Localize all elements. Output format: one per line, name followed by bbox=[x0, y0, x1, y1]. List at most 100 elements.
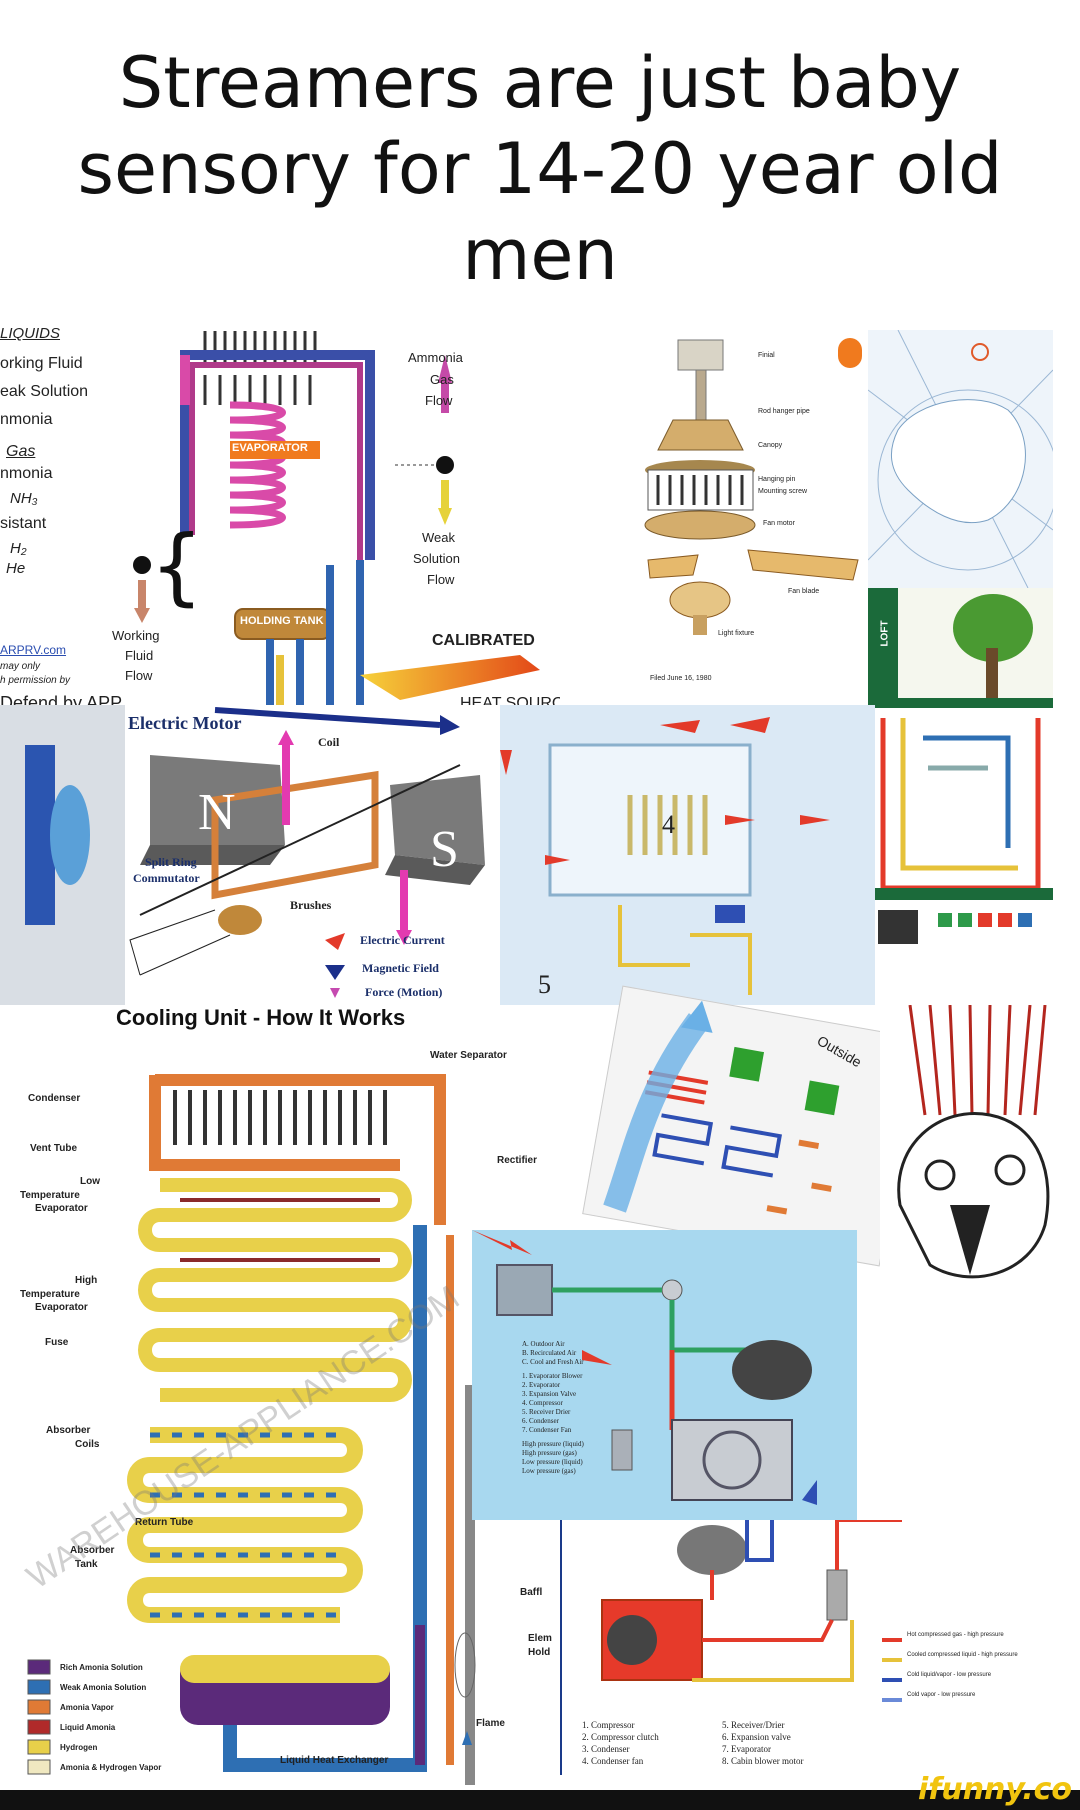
legend-swatch bbox=[27, 1759, 51, 1775]
low-temp-label: Low bbox=[80, 1176, 100, 1187]
fan-label: Fan blade bbox=[788, 588, 820, 595]
compressor-part: 6. Expansion valve bbox=[722, 1732, 791, 1742]
ac-legend-item: 3. Expansion Valve bbox=[522, 1390, 577, 1398]
house-diagram: LOFT bbox=[868, 588, 1053, 1008]
map-graphic bbox=[868, 330, 1053, 588]
ac-legend-item: C. Cool and Fresh Air bbox=[522, 1358, 584, 1366]
split-ring-label: Split Ring bbox=[145, 855, 197, 869]
legend-item: nmonia bbox=[0, 411, 53, 428]
gas-item: He bbox=[6, 560, 26, 577]
ac-pressure-item: High pressure (gas) bbox=[522, 1449, 577, 1457]
footer-bar bbox=[0, 1790, 1080, 1810]
element-label: Elem bbox=[528, 1633, 552, 1644]
svg-text:{: { bbox=[150, 517, 203, 615]
coil-label: Coil bbox=[318, 735, 340, 749]
gas-item: NH₃ bbox=[10, 490, 38, 507]
absorption-diagram: { LIQUIDS orking Fluid eak Solution nmon… bbox=[0, 325, 560, 720]
ac-legend-item: 7. Condenser Fan bbox=[522, 1426, 572, 1434]
ac-legend-item: 2. Evaporator bbox=[522, 1381, 561, 1389]
compressor-part: 5. Receiver/Drier bbox=[722, 1720, 785, 1730]
outside-diagram: Outside bbox=[582, 985, 920, 1267]
compressor-part: 1. Compressor bbox=[582, 1720, 635, 1730]
fan-label: Light fixture bbox=[718, 630, 755, 637]
working-flow-label: Fluid bbox=[125, 648, 154, 663]
compressor-part: 2. Compressor clutch bbox=[582, 1732, 659, 1742]
gas-title: Gas bbox=[6, 443, 36, 460]
motor-title: Electric Motor bbox=[128, 713, 242, 733]
legend-swatch bbox=[27, 1679, 51, 1695]
legend-label: Rich Amonia Solution bbox=[60, 1663, 143, 1672]
gas-item: sistant bbox=[0, 515, 47, 532]
legend-label: Amonia Vapor bbox=[60, 1703, 114, 1712]
ifunny-watermark: ifunny.co bbox=[918, 1772, 1072, 1807]
ammonia-flow-label: Ammonia bbox=[408, 350, 463, 365]
compressor-graphic bbox=[601, 1520, 902, 1702]
compressor-legend-item: Cold vapor - low pressure bbox=[907, 1692, 976, 1698]
heat-pump-diagram: 4 5 bbox=[490, 705, 875, 1005]
rectifier-label: Rectifier bbox=[497, 1155, 538, 1166]
motor-legend-field: Magnetic Field bbox=[362, 961, 439, 975]
motor-legend-force: Force (Motion) bbox=[365, 985, 443, 999]
rage-face bbox=[880, 1005, 1055, 1295]
legend-label: Amonia & Hydrogen Vapor bbox=[60, 1763, 162, 1772]
loft-label: LOFT bbox=[879, 620, 891, 647]
ac-legend-item: 1. Evaporator Blower bbox=[522, 1372, 583, 1380]
weak-flow-label: Flow bbox=[427, 572, 455, 587]
legend-swatch bbox=[27, 1699, 51, 1715]
gas-item: nmonia bbox=[0, 465, 53, 482]
compressor-part: 7. Evaporator bbox=[722, 1744, 771, 1754]
commutator-label: Commutator bbox=[133, 871, 200, 885]
compressor-legend-item: Cooled compressed liquid - high pressure bbox=[907, 1652, 1018, 1658]
ac-legend-item: A. Outdoor Air bbox=[522, 1340, 565, 1348]
water-separator-label: Water Separator bbox=[430, 1050, 507, 1061]
car-ac-graphic bbox=[472, 1230, 817, 1505]
ac-legend-item: 4. Compressor bbox=[522, 1399, 563, 1407]
return-tube-label: Return Tube bbox=[135, 1517, 194, 1528]
permission-label: h permission by bbox=[0, 675, 71, 686]
fan-label: Finial bbox=[758, 352, 775, 359]
legend-title: LIQUIDS bbox=[0, 325, 61, 342]
permission-label: may only bbox=[0, 661, 41, 672]
step-number: 4 bbox=[662, 810, 675, 839]
fan-label: Fan motor bbox=[763, 520, 795, 527]
low-temp-label: Temperature bbox=[20, 1190, 80, 1201]
baffle-label: Baffl bbox=[520, 1587, 543, 1598]
map-panel bbox=[868, 330, 1053, 588]
weak-flow-label: Solution bbox=[413, 551, 460, 566]
weak-flow-label: Weak bbox=[422, 530, 455, 545]
outside-graphic bbox=[603, 1000, 840, 1215]
legend-swatch bbox=[27, 1719, 51, 1735]
fan-label: Rod hanger pipe bbox=[758, 408, 810, 415]
ac-legend-item: B. Recirculated Air bbox=[522, 1349, 577, 1357]
legend-item: eak Solution bbox=[0, 383, 89, 400]
legend-label: Hydrogen bbox=[60, 1743, 98, 1752]
cooling-title: Cooling Unit - How It Works bbox=[116, 1005, 406, 1030]
fuse-label: Fuse bbox=[45, 1337, 69, 1348]
rage-face-graphic bbox=[897, 1005, 1050, 1279]
ac-pressure-item: Low pressure (gas) bbox=[522, 1467, 576, 1475]
flame-label: Flame bbox=[476, 1718, 505, 1729]
heat-pump-graphic bbox=[490, 705, 875, 1005]
cooling-unit-diagram: Cooling Unit - How It Works Water Separa… bbox=[0, 1005, 560, 1790]
compressor-diagram: 1. Compressor 2. Compressor clutch 3. Co… bbox=[560, 1520, 1062, 1775]
calibrated-label: CALIBRATED bbox=[432, 632, 535, 649]
ac-pressure-item: High pressure (liquid) bbox=[522, 1440, 584, 1448]
liquid-heat-exchanger-label: Liquid Heat Exchanger bbox=[280, 1755, 389, 1766]
holding-tank-label: HOLDING TANK bbox=[240, 615, 324, 627]
gas-item: H₂ bbox=[10, 540, 27, 557]
working-flow-label: Flow bbox=[125, 668, 153, 683]
absorber-tank-label: Tank bbox=[75, 1559, 98, 1570]
compressor-legend-item: Cold liquid/vapor - low pressure bbox=[907, 1672, 992, 1678]
orange-badge bbox=[838, 338, 862, 368]
legend-item: orking Fluid bbox=[0, 355, 83, 372]
legend-swatch bbox=[27, 1739, 51, 1755]
meme-caption: Streamers are just baby sensory for 14-2… bbox=[77, 42, 1003, 296]
south-pole-label: S bbox=[430, 821, 459, 878]
compressor-legend-item: Hot compressed gas - high pressure bbox=[907, 1632, 1004, 1638]
electric-motor-graphic bbox=[0, 705, 485, 1005]
ceiling-fan-diagram: Finial Rod hanger pipe Canopy Hanging pi… bbox=[638, 330, 868, 692]
legend-label: Weak Amonia Solution bbox=[60, 1683, 147, 1692]
patent-date: Filed June 16, 1980 bbox=[650, 675, 712, 682]
low-temp-label: Evaporator bbox=[35, 1203, 88, 1214]
brushes-label: Brushes bbox=[290, 898, 332, 912]
